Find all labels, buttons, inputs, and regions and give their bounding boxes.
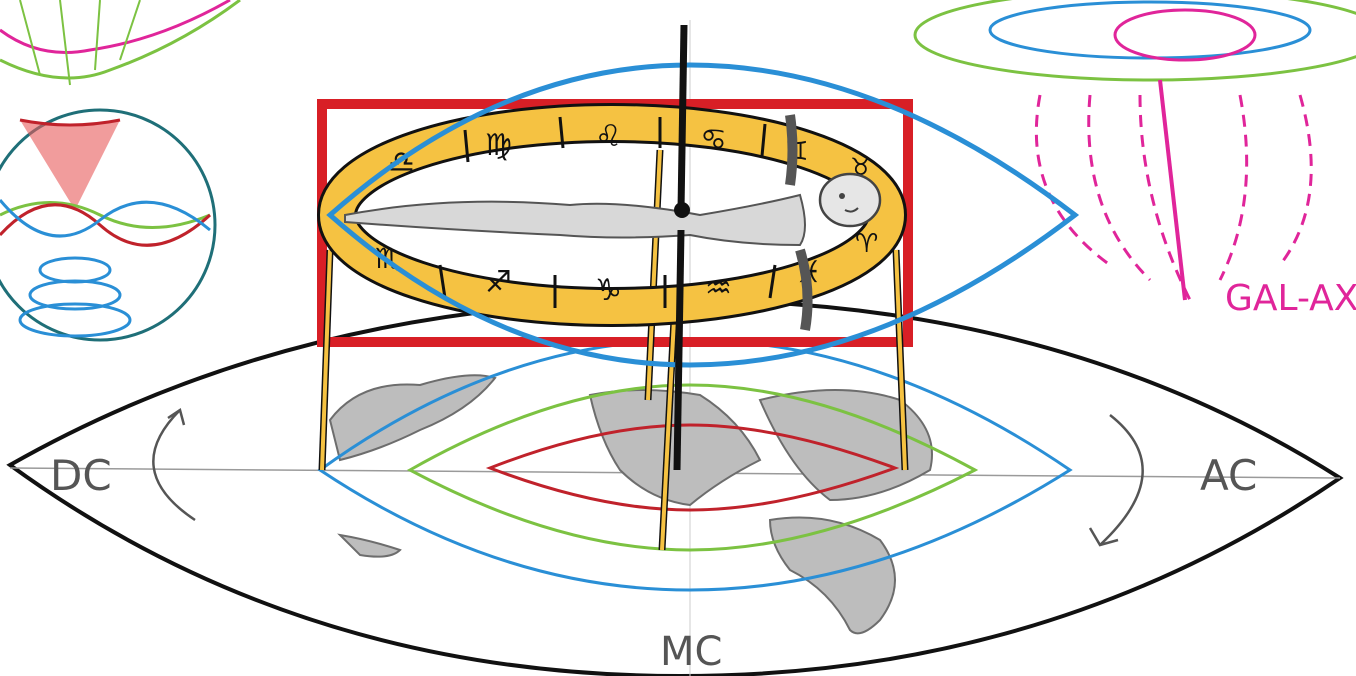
rotation-arrows: [152, 407, 1144, 547]
zodiac-sign-cancer: ♋: [700, 123, 727, 158]
zodiac-sign-virgo: ♍: [485, 128, 512, 163]
horizon-rings: [317, 338, 1073, 592]
zodiac-band: ♎ ♍ ♌ ♋ ♊ ♉ ♏ ♐ ♑ ♒ ♓ ♈: [317, 103, 907, 327]
zodiac-sign-capricorn: ♑: [595, 273, 622, 308]
galaxy-sketch: GAL-AX: [913, 0, 1356, 319]
zodiac-sign-aquarius: ♒: [705, 271, 732, 306]
top-left-sketch: [0, 0, 241, 86]
ac-label: AC: [1200, 451, 1257, 500]
zodiac-sign-leo: ♌: [595, 119, 622, 154]
vortex-sketch: [0, 108, 217, 342]
human-figure: [344, 114, 882, 331]
mc-label: MC: [660, 629, 722, 675]
galaxy-axis-label: GAL-AX: [1225, 278, 1356, 319]
central-axis: [673, 24, 690, 471]
zodiac-sign-sagittarius: ♐: [485, 265, 512, 300]
meridian-lens: [326, 62, 1080, 368]
dc-label: DC: [50, 451, 112, 500]
zodiac-sign-aries: ♈: [855, 229, 878, 259]
